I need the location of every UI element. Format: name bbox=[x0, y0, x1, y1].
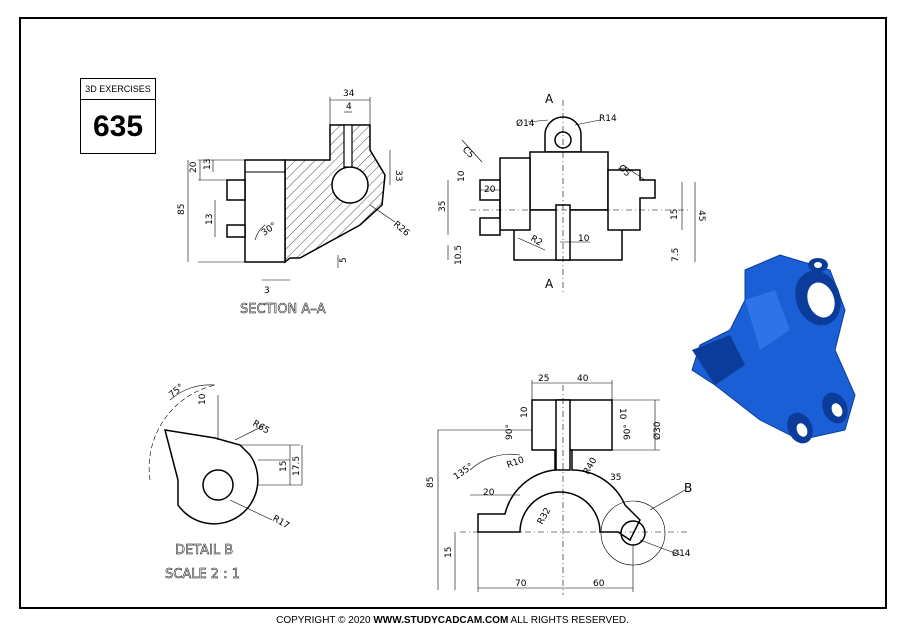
callout-b: B bbox=[684, 481, 692, 495]
section-tab-bottom bbox=[226, 224, 246, 238]
dim-13b: 13 bbox=[205, 214, 215, 225]
dim-17-5: 17.5 bbox=[292, 456, 302, 476]
dim-34: 34 bbox=[343, 89, 355, 99]
dim-r10: R10 bbox=[506, 455, 526, 471]
section-slot bbox=[343, 124, 353, 168]
detail-profile bbox=[163, 429, 259, 525]
dim-20: 20 bbox=[483, 488, 495, 498]
dim-4: 4 bbox=[346, 102, 352, 112]
dim-33: 33 bbox=[393, 170, 403, 181]
dim-phi14: Ø14 bbox=[672, 548, 691, 559]
section-view: 34 4 33 20 13 85 13 30° R26 3 5 SECTION … bbox=[177, 89, 411, 317]
dim-35: 35 bbox=[438, 201, 448, 212]
iso-model bbox=[691, 254, 856, 444]
dim-r17: R17 bbox=[271, 514, 291, 532]
top-left-arm bbox=[499, 157, 531, 231]
section-label: SECTION A–A bbox=[240, 302, 326, 317]
footer-prefix: COPYRIGHT © 2020 bbox=[276, 615, 374, 626]
top-right-arm bbox=[607, 169, 656, 231]
dim-10b: 10 bbox=[578, 234, 590, 244]
cut-label-top: A bbox=[545, 92, 554, 106]
section-tab-top bbox=[226, 179, 246, 201]
dim-20: 20 bbox=[484, 185, 496, 195]
dim-90deg-a: 90° bbox=[505, 424, 515, 440]
detail-view: 75° 10 R65 15 17.5 R17 DETAIL B SCALE 2 … bbox=[148, 382, 303, 582]
dim-phi14: Ø14 bbox=[516, 118, 535, 129]
front-view: 25 40 10 10 90° 90° Ø30 R10 R40 35 135° … bbox=[426, 374, 692, 595]
footer-suffix: ALL RIGHTS RESERVED. bbox=[508, 615, 629, 626]
dim-60: 60 bbox=[593, 579, 605, 589]
dim-c5: C5 bbox=[460, 145, 476, 161]
dim-40: 40 bbox=[577, 374, 589, 384]
detail-hole bbox=[202, 469, 234, 501]
sheet-border bbox=[19, 17, 887, 609]
dim-15: 15 bbox=[670, 209, 680, 220]
copyright-footer: COPYRIGHT © 2020 WWW.STUDYCADCAM.COM ALL… bbox=[0, 615, 905, 626]
top-view: Ø14 R14 C5 Ø5 10 20 35 R2 10 10.5 15 45 … bbox=[438, 92, 706, 295]
dim-85: 85 bbox=[426, 477, 436, 488]
dim-r26: R26 bbox=[391, 220, 411, 239]
dim-r14: R14 bbox=[599, 114, 617, 124]
dim-r32: R32 bbox=[536, 506, 554, 526]
dim-13a: 13 bbox=[203, 159, 213, 170]
section-left-block bbox=[244, 159, 286, 263]
dim-5: 5 bbox=[339, 257, 349, 263]
dim-r40: R40 bbox=[582, 456, 600, 477]
dim-10: 10 bbox=[198, 393, 208, 405]
dim-10a: 10 bbox=[520, 406, 530, 418]
dim-7-5: 7.5 bbox=[671, 248, 681, 262]
dim-20: 20 bbox=[189, 161, 199, 173]
front-top-cylinder bbox=[531, 399, 613, 451]
dim-35: 35 bbox=[610, 473, 621, 483]
detail-label: DETAIL B bbox=[175, 543, 233, 558]
detail-scale: SCALE 2 : 1 bbox=[165, 567, 240, 582]
dim-10-5: 10.5 bbox=[454, 245, 464, 265]
exercise-number: 635 bbox=[92, 110, 144, 143]
title-block: 3D EXERCISES 635 bbox=[80, 78, 156, 154]
top-main-block bbox=[529, 151, 609, 211]
footer-site-link[interactable]: WWW.STUDYCADCAM.COM bbox=[373, 615, 509, 626]
dim-90deg-b: 90° bbox=[623, 424, 633, 440]
dim-r65: R65 bbox=[251, 419, 271, 437]
dim-15: 15 bbox=[444, 547, 454, 558]
dim-15: 15 bbox=[279, 461, 289, 472]
top-left-fork bbox=[479, 179, 501, 236]
dim-85: 85 bbox=[177, 204, 187, 215]
dim-70: 70 bbox=[515, 579, 527, 589]
section-bore bbox=[331, 166, 369, 204]
title-block-header: 3D EXERCISES bbox=[81, 79, 155, 100]
dim-3: 3 bbox=[264, 286, 270, 296]
dim-25: 25 bbox=[538, 374, 549, 384]
dim-10b: 10 bbox=[617, 408, 627, 420]
front-arch-body bbox=[477, 449, 641, 542]
top-boss bbox=[544, 116, 582, 153]
dim-45: 45 bbox=[696, 210, 706, 221]
dim-135deg: 135° bbox=[452, 462, 476, 483]
dim-75deg: 75° bbox=[168, 382, 187, 400]
dim-10: 10 bbox=[457, 170, 467, 182]
cut-label-bottom: A bbox=[545, 277, 554, 291]
dim-phi30: Ø30 bbox=[652, 421, 663, 440]
